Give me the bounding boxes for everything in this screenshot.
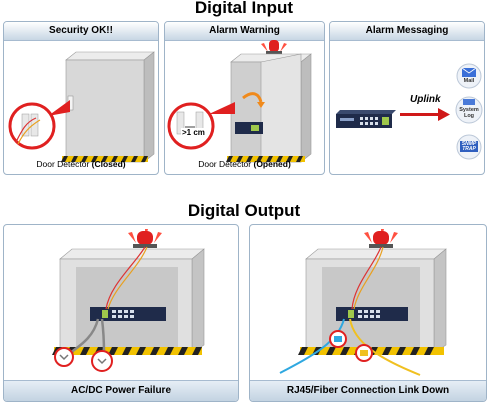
caption-prefix: Door Detector xyxy=(36,159,92,169)
panel-header: Alarm Messaging xyxy=(330,22,484,41)
snmp-trap-icon xyxy=(456,134,482,160)
caption-state: (Closed) xyxy=(91,159,126,169)
panel-alarm-messaging: Alarm Messaging Uplink M xyxy=(329,21,485,175)
panel-header: Security OK!! xyxy=(4,22,158,41)
alarm-light-icon xyxy=(128,229,162,248)
alarm-light-icon xyxy=(364,229,398,248)
system-log-icon xyxy=(455,96,483,124)
opened-cabinet-illustration xyxy=(167,40,312,163)
panel-footer: AC/DC Power Failure xyxy=(4,380,238,401)
broken-link-icon xyxy=(329,330,347,348)
panel-alarm-warning: Alarm Warning xyxy=(164,21,325,175)
closed-cabinet-illustration xyxy=(8,51,155,163)
panel-footer: RJ45/Fiber Connection Link Down xyxy=(250,380,486,401)
snmp-trap-label: SNMP TRAP xyxy=(461,141,477,152)
gap-label: >1 cm xyxy=(181,128,206,137)
switch-icon xyxy=(336,110,396,128)
panel-power-failure: AC/DC Power Failure xyxy=(3,224,239,402)
power-failure-illustration xyxy=(52,229,205,372)
alarm-messaging-illustration xyxy=(336,63,483,160)
panel-header: Alarm Warning xyxy=(165,22,324,41)
alarm-light-icon xyxy=(261,40,287,54)
broken-plug-icon xyxy=(91,350,113,372)
caption-prefix: Door Detector xyxy=(198,159,254,169)
uplink-arrow xyxy=(400,113,440,116)
system-log-label: System Log xyxy=(459,107,479,119)
broken-plug-icon xyxy=(54,347,74,367)
broken-link-icon xyxy=(355,344,373,362)
link-down-illustration xyxy=(279,229,447,376)
door-detector-opened-caption: Door Detector (Opened) xyxy=(165,159,324,169)
panel-link-down: RJ45/Fiber Connection Link Down xyxy=(249,224,487,402)
mail-icon xyxy=(456,63,482,89)
door-detector-closed-caption: Door Detector (Closed) xyxy=(4,159,158,169)
caption-state: (Opened) xyxy=(253,159,291,169)
panel-security-ok: Security OK!! Door Detector (Closed) xyxy=(3,21,159,175)
digital-output-title: Digital Output xyxy=(187,201,301,220)
digital-input-title: Digital Input xyxy=(194,0,294,17)
uplink-label: Uplink xyxy=(410,94,441,105)
mail-label: Mail xyxy=(463,78,475,84)
